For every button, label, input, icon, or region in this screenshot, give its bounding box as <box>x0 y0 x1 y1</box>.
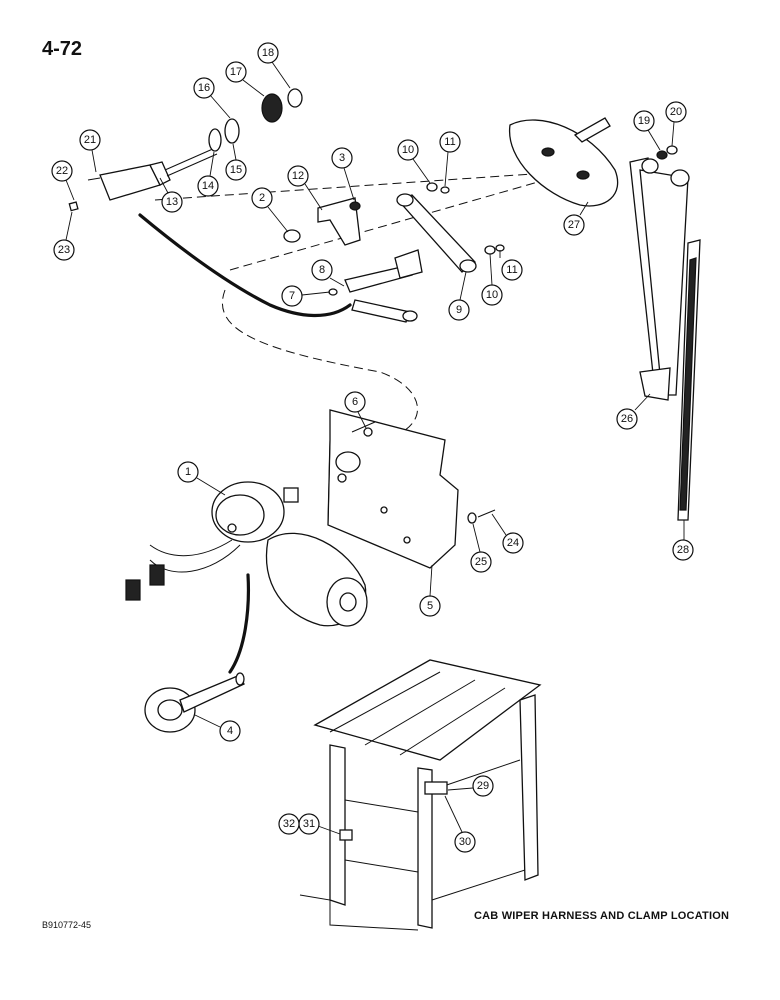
motor-mounting-bracket <box>327 409 496 569</box>
callout-number: 11 <box>444 136 455 148</box>
callout-24: 24 <box>491 513 524 554</box>
callout-number: 21 <box>84 134 96 146</box>
callout-number: 25 <box>475 556 487 568</box>
callout-7: 7 <box>281 285 331 307</box>
page-number: 4-72 <box>42 38 83 60</box>
callout-15: 15 <box>225 143 247 181</box>
callout-27: 27 <box>563 201 589 236</box>
wiper-motor <box>211 481 368 627</box>
callout-20: 20 <box>665 101 687 147</box>
figure-caption: CAB WIPER HARNESS AND CLAMP LOCATION <box>474 910 730 922</box>
callout-number: 13 <box>166 196 178 208</box>
callout-32: 32 <box>278 813 300 835</box>
callout-23: 23 <box>53 211 75 261</box>
callout-number: 22 <box>56 165 68 177</box>
callout-17: 17 <box>225 61 265 97</box>
callout-11a: 11 <box>439 131 461 187</box>
callout-number: 2 <box>259 192 265 204</box>
callout-16: 16 <box>193 77 231 119</box>
callout-number: 14 <box>202 180 214 192</box>
callout-21: 21 <box>79 129 101 173</box>
callout-13: 13 <box>159 177 183 213</box>
callout-number: 17 <box>230 66 242 78</box>
callout-11b: 11 <box>499 250 523 281</box>
callout-number: 16 <box>198 82 210 94</box>
callout-5: 5 <box>419 564 441 617</box>
callout-number: 12 <box>292 170 304 182</box>
callout-number: 3 <box>339 152 345 164</box>
callout-number: 20 <box>670 106 682 118</box>
callout-number: 6 <box>352 396 358 408</box>
callout-number: 8 <box>319 264 325 276</box>
figure-id: B910772-45 <box>42 920 92 930</box>
callout-4: 4 <box>194 714 241 742</box>
wiper-switch-assembly <box>68 88 303 212</box>
switch-harness-cable <box>138 213 352 318</box>
callout-31: 31 <box>298 813 341 835</box>
callout-3: 3 <box>331 147 355 201</box>
callout-28: 28 <box>672 520 694 561</box>
cab-frame <box>299 659 542 931</box>
wiper-arm <box>629 145 690 401</box>
dashed-assembly-lines <box>154 169 591 441</box>
callout-10a: 10 <box>397 139 431 184</box>
callout-number: 9 <box>456 304 462 316</box>
callout-12: 12 <box>287 165 323 211</box>
callout-10b: 10 <box>481 253 503 306</box>
callout-1: 1 <box>177 461 226 496</box>
callout-number: 29 <box>477 780 489 792</box>
callout-number: 4 <box>227 725 233 737</box>
callout-22: 22 <box>51 160 75 201</box>
callout-29: 29 <box>447 775 494 797</box>
drive-gear-shaft <box>144 672 245 733</box>
callout-number: 19 <box>638 115 650 127</box>
callout-number: 10 <box>402 144 414 156</box>
callout-number: 18 <box>262 47 274 59</box>
callout-8: 8 <box>311 259 345 287</box>
callout-number: 15 <box>230 164 242 176</box>
wiper-pivot-plate <box>509 117 619 207</box>
callout-25: 25 <box>470 523 492 573</box>
callout-number: 28 <box>677 544 689 556</box>
callout-number: 26 <box>621 413 633 425</box>
callout-number: 30 <box>459 836 471 848</box>
callout-6: 6 <box>344 391 367 429</box>
callout-9: 9 <box>448 271 470 321</box>
callout-2: 2 <box>251 187 289 233</box>
callout-19: 19 <box>633 110 661 151</box>
callout-14: 14 <box>197 151 219 197</box>
callout-30: 30 <box>444 795 476 853</box>
callout-number: 24 <box>507 537 519 549</box>
motor-wiring <box>125 539 250 674</box>
callout-number: 31 <box>303 818 315 830</box>
callout-number: 32 <box>283 818 295 830</box>
callout-number: 1 <box>185 466 191 478</box>
callout-number: 5 <box>427 600 433 612</box>
callout-number: 7 <box>289 290 295 302</box>
linkage-bracket-and-arms <box>283 182 505 323</box>
callout-number: 11 <box>506 264 517 276</box>
callout-26: 26 <box>616 393 651 430</box>
callout-18: 18 <box>257 42 291 89</box>
callout-number: 27 <box>568 219 580 231</box>
wiper-blade <box>677 239 701 521</box>
callout-number: 10 <box>486 289 498 301</box>
callout-number: 23 <box>58 244 70 256</box>
